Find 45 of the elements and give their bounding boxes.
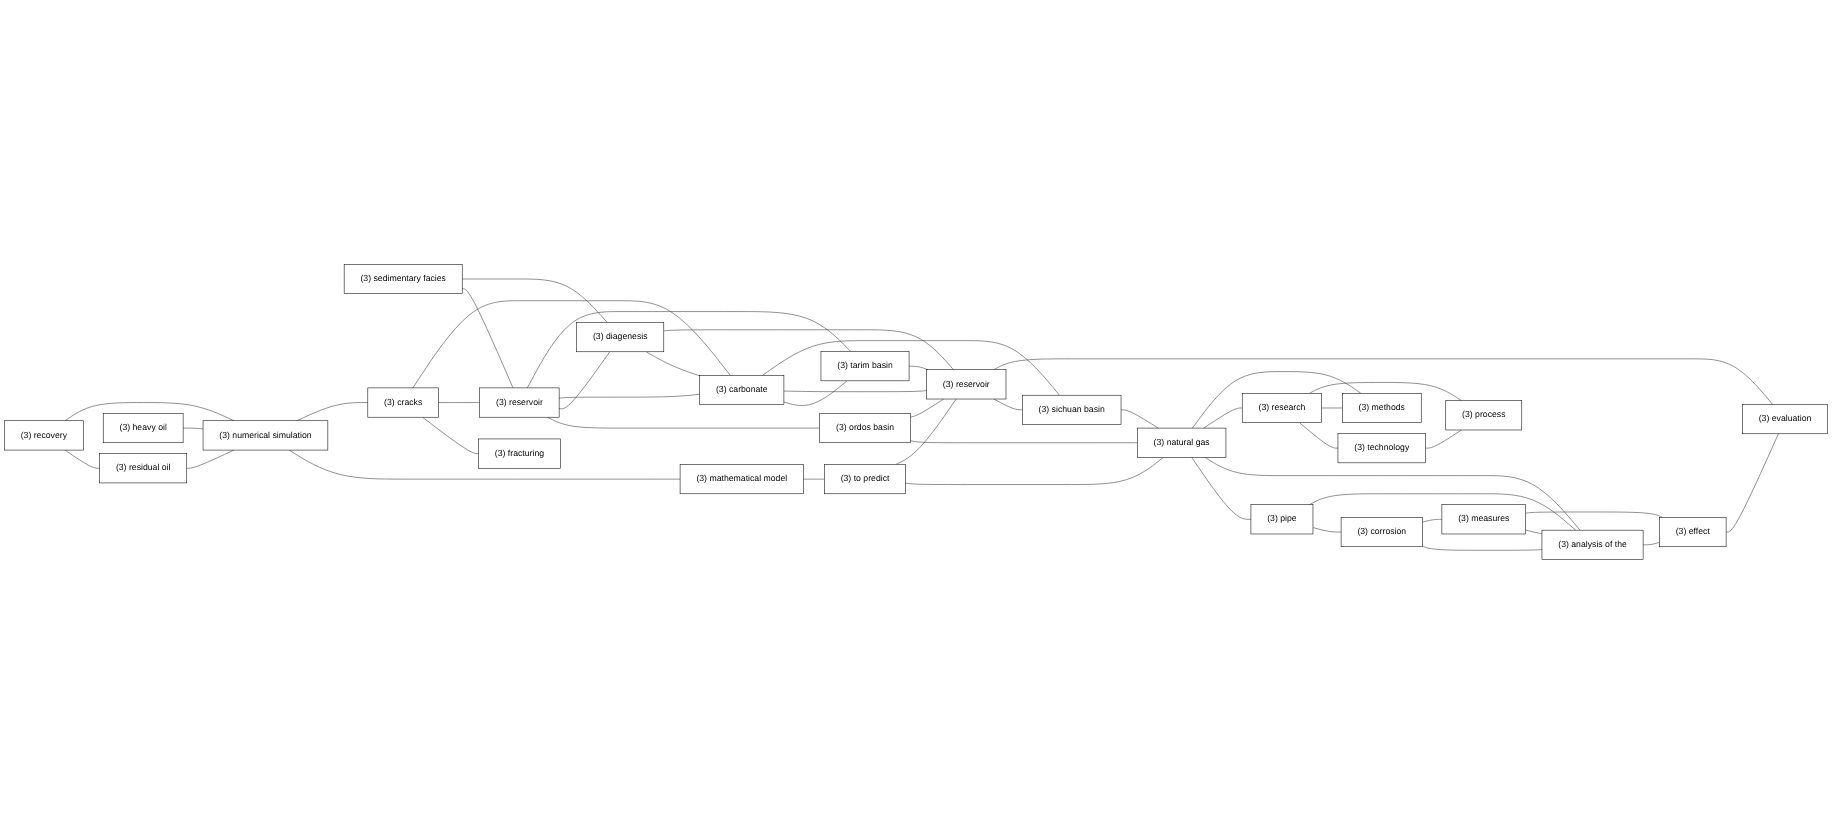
connector: [993, 357, 1773, 404]
connector: [186, 448, 235, 468]
connector: [908, 364, 928, 370]
connector: [558, 393, 700, 398]
connector: [1321, 406, 1343, 408]
connector: [895, 397, 957, 464]
connector: [558, 350, 611, 409]
connector: [1203, 406, 1243, 428]
connector: [64, 401, 235, 421]
connector: [1309, 492, 1576, 530]
connector: [910, 397, 944, 417]
connector: [1120, 408, 1159, 428]
connector: [1192, 370, 1362, 428]
connector: [803, 477, 825, 479]
connector: [1204, 456, 1581, 530]
connector: [422, 416, 479, 453]
connector: [1422, 545, 1543, 550]
connector: [1425, 428, 1462, 448]
connector: [527, 310, 851, 388]
connector: [461, 277, 608, 322]
connector: [1725, 432, 1779, 532]
connector: [993, 397, 1023, 410]
connector: [412, 299, 731, 388]
connector: [1525, 510, 1663, 517]
connector: [783, 379, 848, 405]
connector: [663, 328, 954, 370]
connector: [461, 287, 514, 388]
connector: [783, 389, 927, 392]
connector: [905, 456, 1164, 484]
connector: [438, 401, 480, 402]
connector: [182, 426, 204, 429]
connector: [1422, 518, 1443, 522]
connector: [762, 339, 1060, 395]
connector: [296, 401, 369, 421]
connector: [1299, 421, 1339, 448]
connector: [547, 416, 820, 428]
connector: [1312, 526, 1342, 532]
connector: [645, 350, 700, 376]
connector: [288, 448, 681, 479]
connector: [1191, 456, 1252, 519]
connector: [1309, 381, 1462, 400]
connector: [1642, 541, 1660, 545]
connector: [910, 439, 1138, 443]
connector: [64, 448, 100, 468]
connector: [1525, 528, 1543, 534]
